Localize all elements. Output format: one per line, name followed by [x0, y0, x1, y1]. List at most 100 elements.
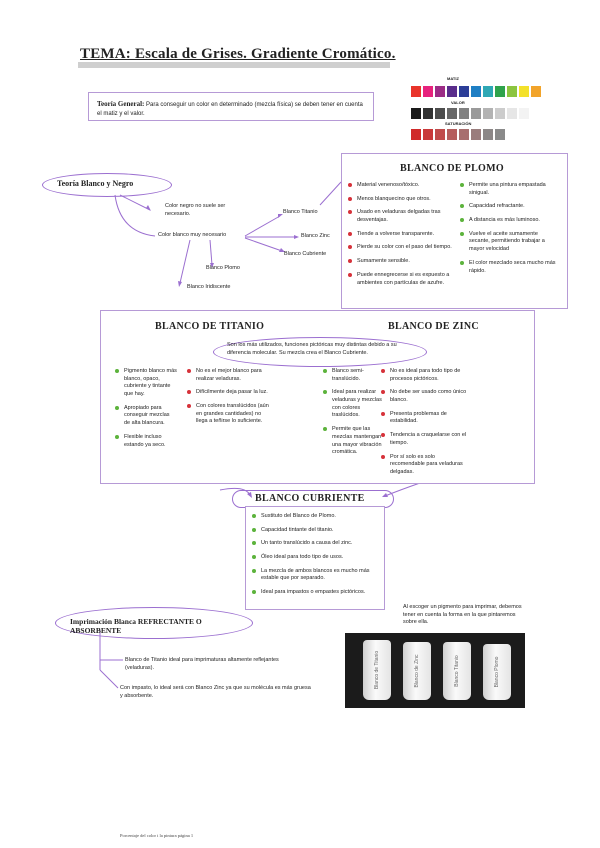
zinc-advantage-text: Ideal para realizar veladuras y mezclas …: [332, 389, 382, 419]
plomo-disadvantage: Sumamente sensible.: [348, 258, 454, 266]
page-title: TEMA: Escala de Grises. Gradiente Cromát…: [80, 46, 396, 62]
bullet-dot-icon: [115, 369, 119, 373]
matiz-swatch: [459, 86, 469, 97]
footer-text: Porcentaje del color i la pintura página…: [120, 833, 194, 838]
titanio-advantage-text: Pigmento blanco más blanco, opaco, cubri…: [124, 368, 177, 398]
zinc-disadvantage-text: Por sí solo es solo recomendable para ve…: [390, 453, 463, 475]
valor-swatch: [471, 108, 481, 119]
bullet-dot-icon: [381, 454, 385, 459]
teoria-general-label: Teoría General:: [97, 100, 145, 108]
cubriente-item-text: Sustituto del Blanco de Plomo.: [261, 513, 336, 519]
plomo-disadvantage-text: Sumamente sensible.: [357, 258, 410, 265]
valor-swatch: [519, 108, 529, 119]
paint-tubes-photo: Blanco de Titanio Blanco de Zinc Blanco …: [345, 633, 525, 708]
bullet-dot-icon: [348, 245, 352, 250]
imprimacion-ellipse: [55, 607, 253, 639]
titanio-disadvantage: Con colores translúcidos (aún en grandes…: [187, 403, 273, 426]
cubriente-title: BLANCO CUBRIENTE: [255, 493, 365, 504]
plomo-advantage: Vuelve el aceite sumamente secante, perm…: [460, 231, 560, 254]
bullet-dot-icon: [348, 196, 352, 201]
titanio-disadvantage-text: Difícilmente deja pasar la luz.: [196, 389, 268, 396]
cubriente-item: Óleo ideal para todo tipo de usos.: [252, 554, 378, 562]
bullet-dot-icon: [323, 390, 327, 395]
matiz-swatch: [435, 86, 445, 97]
bullet-dot-icon: [323, 369, 327, 373]
imprimacion-note: Al escoger un pigmento para imprimar, de…: [403, 604, 522, 626]
saturacion-swatch: [435, 129, 445, 140]
imprimacion-item2: Con impasto, lo ideal será con Blanco Zi…: [120, 685, 311, 699]
bullet-dot-icon: [252, 527, 256, 532]
blanco-titanio-node: Blanco Titanio: [283, 209, 318, 215]
valor-swatch: [447, 108, 457, 119]
zinc-advantage-text: Blanco semi-translúcido.: [332, 368, 364, 382]
titanio-advantage-text: Flexible incluso estando ya seco.: [124, 433, 166, 448]
tube-1: Blanco de Titanio: [363, 640, 391, 700]
valor-swatches: [411, 108, 529, 119]
plomo-advantage: El color mezclado seca mucho más rápido.: [460, 260, 560, 275]
bullet-dot-icon: [323, 427, 327, 432]
titanio-zinc-center-text: Son los más utilizados, funciones pictór…: [227, 342, 397, 356]
plomo-advantage-text: El color mezclado seca mucho más rápido.: [469, 259, 556, 274]
cubriente-list: Sustituto del Blanco de Plomo. Capacidad …: [252, 513, 378, 603]
saturacion-swatch: [447, 129, 457, 140]
plomo-disadvantage-text: Material venenoso/tóxico.: [357, 182, 420, 188]
titanio-disadvantage: Difícilmente deja pasar la luz.: [187, 389, 273, 397]
imprimacion-item1: Blanco de Titanio ideal para imprimatura…: [125, 657, 279, 671]
zinc-disadvantage: Presenta problemas de estabilidad.: [381, 411, 467, 426]
zinc-advantage: Ideal para realizar veladuras y mezclas …: [323, 389, 387, 420]
bullet-dot-icon: [381, 411, 385, 416]
saturacion-swatch: [471, 129, 481, 140]
saturacion-swatch: [411, 129, 421, 140]
color-blanco-text: Color blanco muy necesario: [158, 232, 227, 238]
blanco-zinc-node: Blanco Zinc: [301, 233, 330, 239]
plomo-advantage: A distancia es más luminoso.: [460, 217, 560, 225]
matiz-swatch: [495, 86, 505, 97]
saturacion-swatches: [411, 129, 505, 140]
plomo-disadvantage-text: Tiende a volverse transparente.: [357, 230, 435, 237]
valor-swatch: [411, 108, 421, 119]
cubriente-item: Ideal para impastos o empastes pictórico…: [252, 589, 378, 597]
valor-label: VALOR: [451, 100, 465, 105]
titanio-disadvantage: No es el mejor blanco para realizar vela…: [187, 368, 273, 383]
bullet-dot-icon: [252, 590, 256, 595]
cubriente-item: Capacidad tintante del titanio.: [252, 527, 378, 535]
zinc-advantage: Blanco semi-translúcido.: [323, 368, 387, 383]
bullet-dot-icon: [460, 260, 464, 265]
zinc-advantage: Permite que las mezclas mantengan una ma…: [323, 426, 387, 457]
bullet-dot-icon: [187, 369, 191, 373]
matiz-swatch: [531, 86, 541, 97]
plomo-advantage: Permite una pintura empastada sinigual.: [460, 182, 560, 197]
saturacion-swatch: [459, 129, 469, 140]
saturacion-swatch: [495, 129, 505, 140]
matiz-swatch: [423, 86, 433, 97]
blanco-iridiscente-node: Blanco Iridiscente: [187, 284, 231, 290]
plomo-disadvantage-text: Puede ennegrecerse si es expuesto a ambi…: [357, 271, 450, 286]
matiz-swatch: [447, 86, 457, 97]
bullet-dot-icon: [348, 210, 352, 215]
matiz-swatches: [411, 86, 541, 97]
plomo-right-list: Permite una pintura empastada sinigual.C…: [460, 182, 560, 281]
imprimacion-title: Imprimación Blanca REFRECTANTE O ABSORBE…: [70, 617, 202, 635]
bullet-dot-icon: [460, 218, 464, 223]
cubriente-item: Sustituto del Blanco de Plomo.: [252, 513, 378, 521]
matiz-label: MATIZ: [447, 76, 459, 81]
matiz-swatch: [507, 86, 517, 97]
titanio-zinc-box: BLANCO DE TITANIO BLANCO DE ZINC Son los…: [100, 310, 535, 484]
cubriente-item-text: Óleo ideal para todo tipo de usos.: [261, 554, 344, 561]
bullet-dot-icon: [115, 434, 119, 439]
zinc-disadvantage: Tendencia a craquelarse con el tiempo.: [381, 432, 467, 447]
titanio-red-list: No es el mejor blanco para realizar vela…: [187, 368, 273, 432]
bullet-dot-icon: [252, 514, 256, 518]
cubriente-item: La mezcla de ambos blancos es mucho más …: [252, 568, 378, 583]
bullet-dot-icon: [252, 555, 256, 560]
saturacion-swatch: [423, 129, 433, 140]
bullet-dot-icon: [115, 405, 119, 410]
plomo-disadvantage: Tiende a volverse transparente.: [348, 231, 454, 239]
blanco-cubriente-node: Blanco Cubriente: [284, 251, 327, 257]
zinc-advantage-text: Permite que las mezclas mantengan una ma…: [332, 426, 382, 456]
bullet-dot-icon: [460, 204, 464, 209]
plomo-advantage-text: Permite una pintura empastada sinigual.: [469, 182, 546, 196]
matiz-swatch: [519, 86, 529, 97]
cubriente-item-text: La mezcla de ambos blancos es mucho más …: [261, 567, 370, 582]
bullet-dot-icon: [348, 183, 352, 187]
